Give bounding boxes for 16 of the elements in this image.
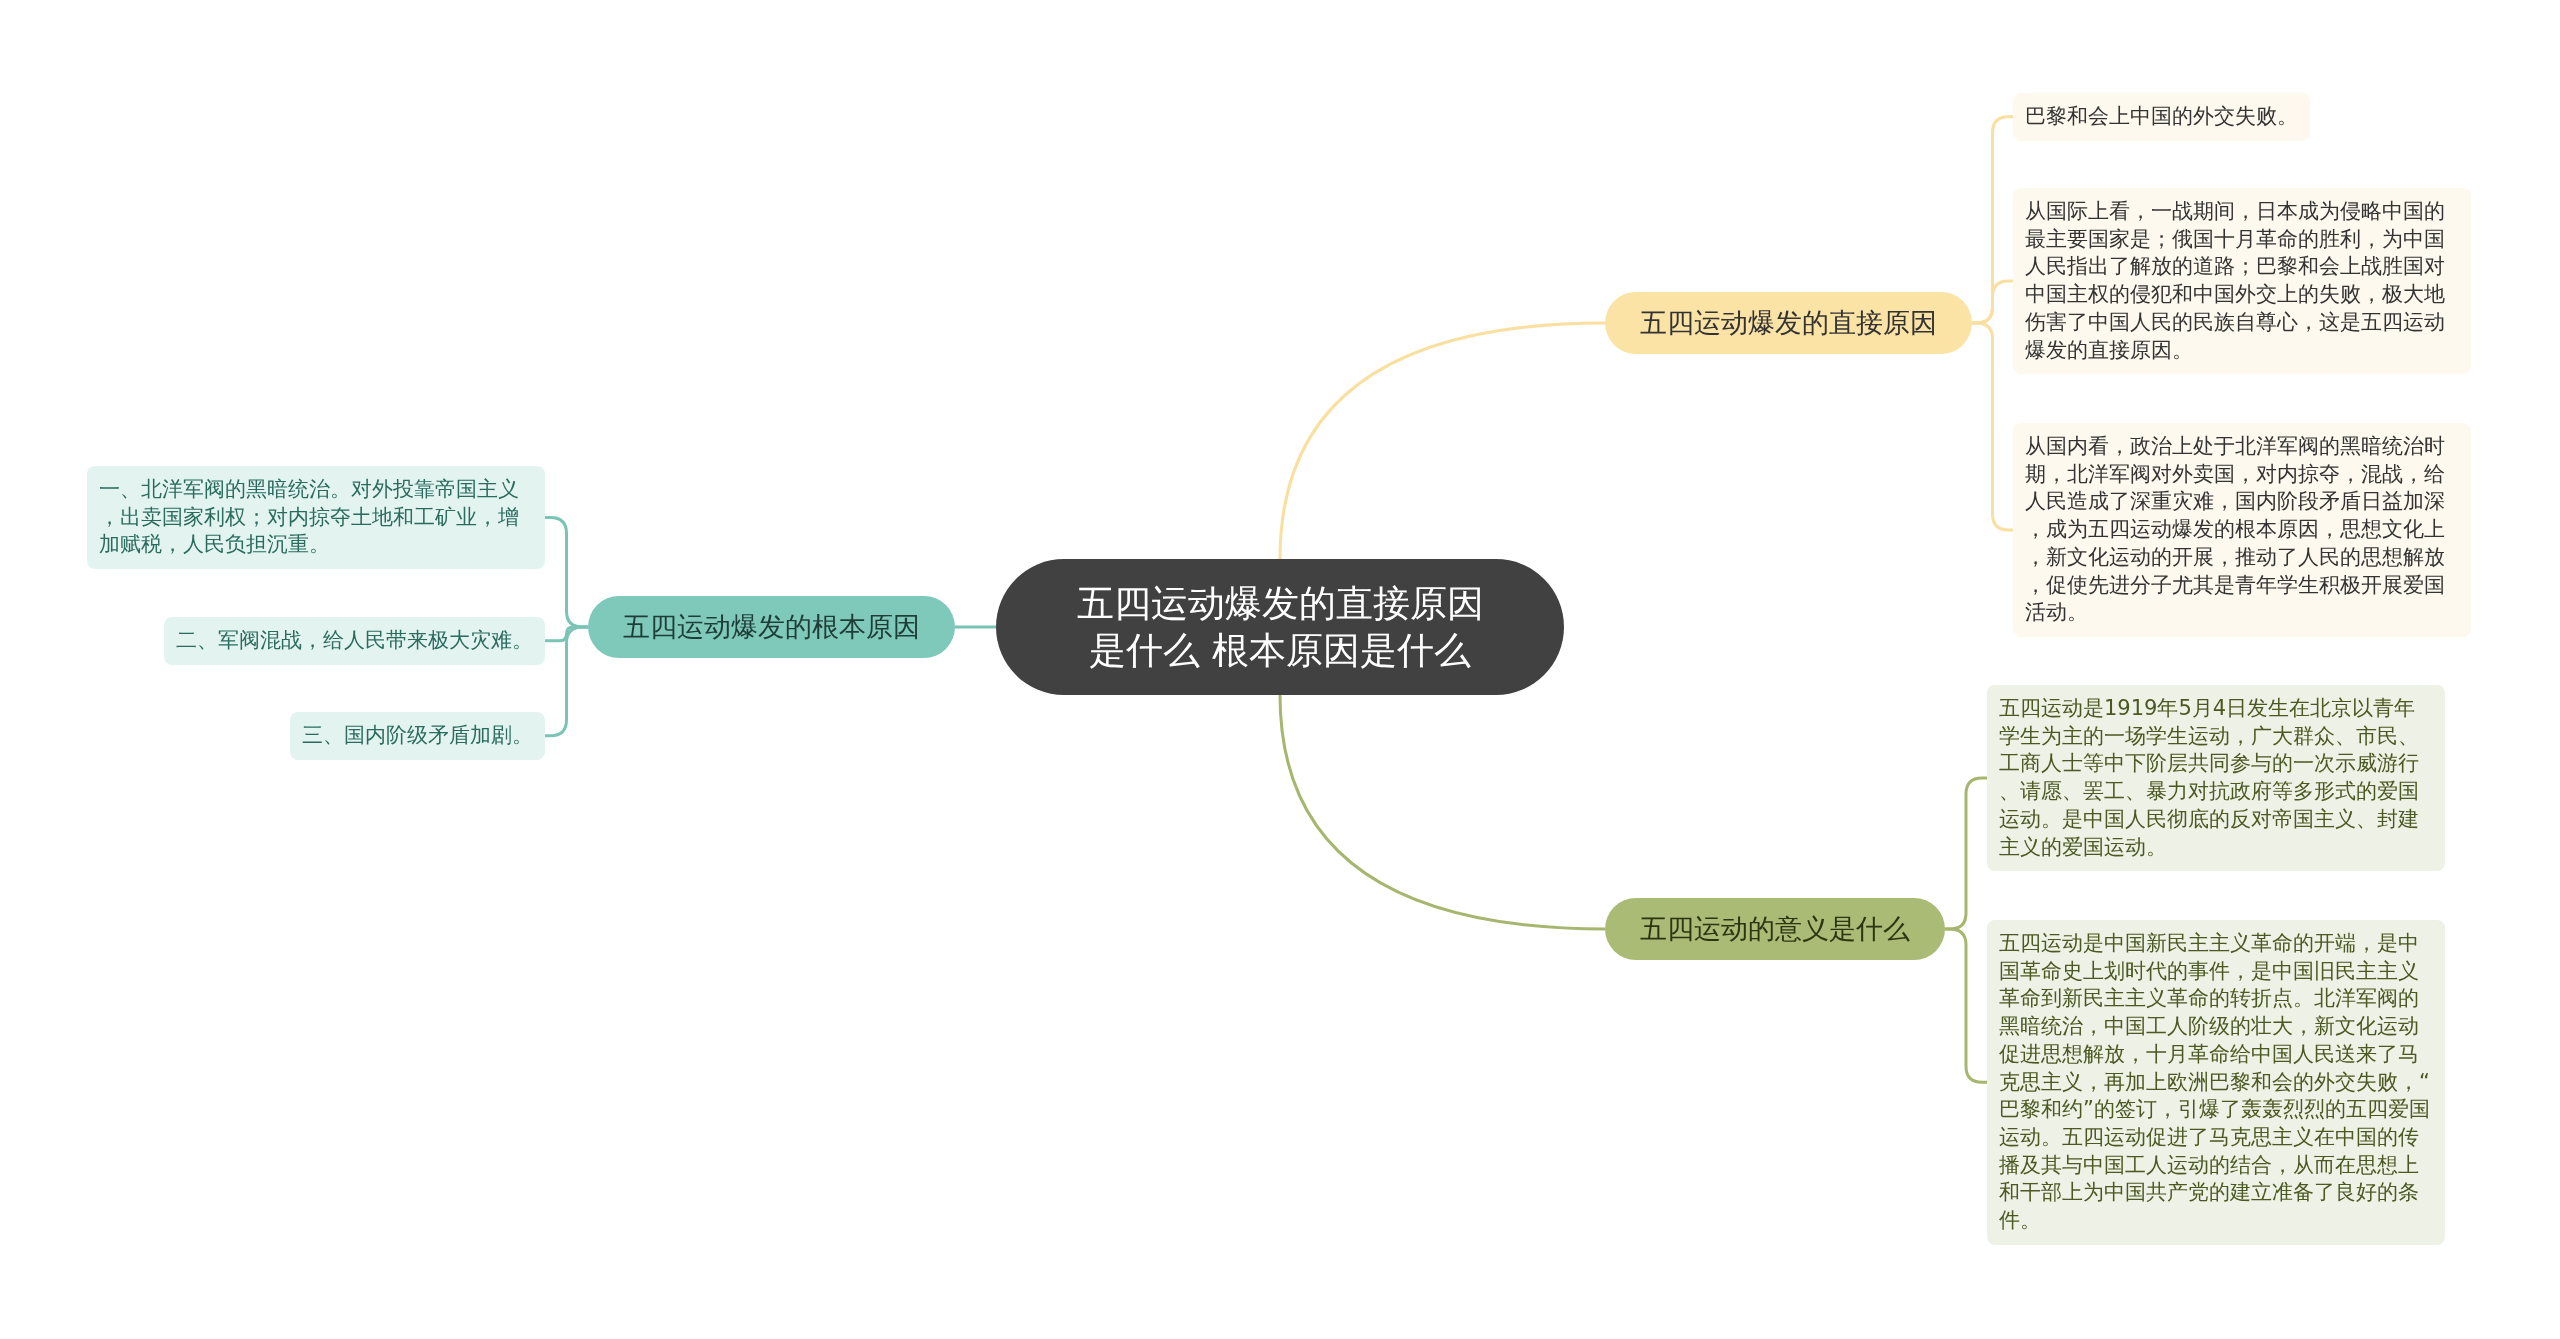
note-box: 五四运动是1919年5月4日发生在北京以青年学生为主的一场学生运动，广大群众、市民、工商人士等中下阶层共同参与的一次示威游行、请愿、罢工、暴力对抗政府等多形式的爱国运动。是中国人民彻底的反对帝国主义、封建主义的爱国运动。 <box>1987 685 2445 872</box>
note-box: 五四运动是中国新民主主义革命的开端，是中国革命史上划时代的事件，是中国旧民主主义革命到新民主主义革命的转折点。北洋军阀的黑暗统治，中国工人阶级的壮大，新文化运动促进思想解放，十月革命给中国人民送来了马克思主义，再加上欧洲巴黎和会的外交失败，“巴黎和约”的签订，引爆了轰轰烈烈的五四爱国运动。五四运动促进了马克思主义在中国的传播及其与中国工人运动的结合，从而在思想上和干部上为中国共产党的建立准备了良好的条件。 <box>1987 920 2445 1245</box>
branch-line <box>1278 321 1606 560</box>
branch-line <box>1278 694 1606 931</box>
branch-line <box>955 625 996 629</box>
branch-line <box>1945 927 1987 1084</box>
note-box: 三、国内阶级矛盾加剧。 <box>290 712 545 760</box>
note-box: 一、北洋军阀的黑暗统治。对外投靠帝国主义，出卖国家利权；对内掠夺土地和工矿业，增加赋税，人民负担沉重。 <box>87 466 545 570</box>
central-topic: 五四运动爆发的直接原因是什么 根本原因是什么 <box>996 559 1564 695</box>
branch-topic: 五四运动爆发的根本原因 <box>588 596 955 658</box>
note-box: 从国内看，政治上处于北洋军阀的黑暗统治时期，北洋军阀对外卖国，对内掠夺，混战，给人民造成了深重灾难，国内阶段矛盾日益加深，成为五四运动爆发的根本原因，思想文化上，新文化运动的开展，推动了人民的思想解放，促使先进分子尤其是青年学生积极开展爱国活动。 <box>2013 423 2471 637</box>
note-box: 巴黎和会上中国的外交失败。 <box>2013 93 2310 141</box>
branch-topic: 五四运动的意义是什么 <box>1605 898 1945 960</box>
note-box: 从国际上看，一战期间，日本成为侵略中国的最主要国家是；俄国十月革命的胜利，为中国人民指出了解放的道路；巴黎和会上战胜国对中国主权的侵犯和中国外交上的失败，极大地伤害了中国人民的民族自尊心，这是五四运动爆发的直接原因。 <box>2013 188 2471 375</box>
note-box: 二、军阀混战，给人民带来极大灾难。 <box>164 617 545 665</box>
branch-topic: 五四运动爆发的直接原因 <box>1605 292 1972 354</box>
